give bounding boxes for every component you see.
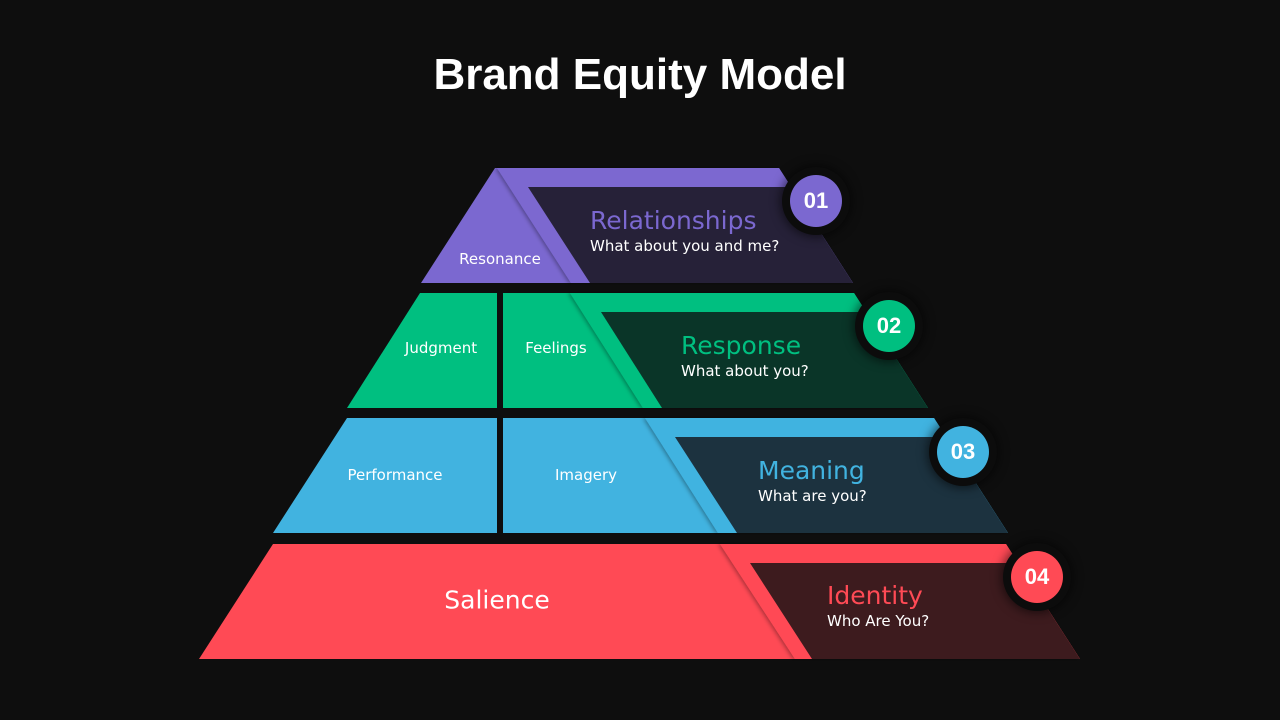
tier-3-question: What are you? xyxy=(758,487,867,505)
slide-title: Brand Equity Model xyxy=(433,50,847,99)
tier-2-panel xyxy=(601,312,928,408)
block-performance: Performance xyxy=(347,466,443,484)
tier-1-panel xyxy=(528,187,853,283)
block-feelings: Feelings xyxy=(525,339,587,357)
tier-4-panel xyxy=(750,563,1080,659)
tier-2-divider xyxy=(497,293,503,408)
tier-3-divider xyxy=(497,418,503,533)
tier-4-question: Who Are You? xyxy=(827,612,930,630)
tier-1-number-badge: 01 xyxy=(790,175,842,227)
tier-4-heading: Identity xyxy=(827,581,923,610)
tier-3-panel xyxy=(675,437,1008,533)
tier-2-heading: Response xyxy=(681,331,802,360)
tier-1-heading: Relationships xyxy=(590,206,757,235)
block-resonance: Resonance xyxy=(459,250,541,268)
tier-3-heading: Meaning xyxy=(758,456,865,485)
tier-4-number-badge: 04 xyxy=(1011,551,1063,603)
block-salience: Salience xyxy=(444,585,550,615)
tier-3-number-badge: 03 xyxy=(937,426,989,478)
tier-1-question: What about you and me? xyxy=(590,237,780,255)
block-judgment: Judgment xyxy=(404,339,478,357)
tier-2-question: What about you? xyxy=(681,362,809,380)
tier-2-number-badge: 02 xyxy=(863,300,915,352)
block-imagery: Imagery xyxy=(554,466,618,484)
